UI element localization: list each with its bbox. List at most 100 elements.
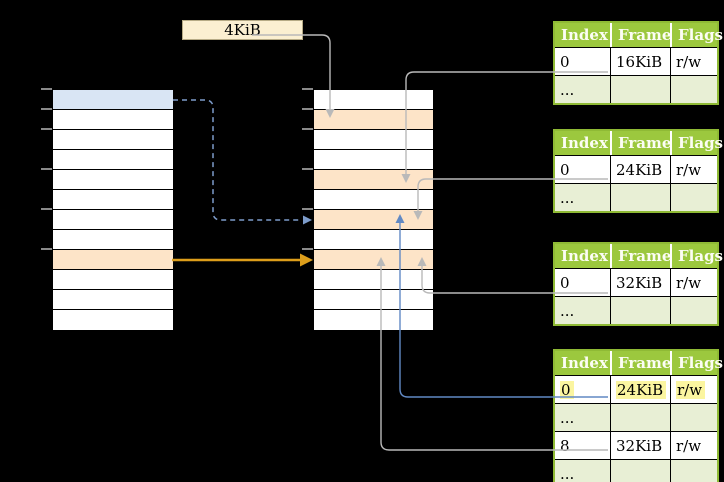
tick-mark — [302, 88, 313, 90]
cell-index: ... — [560, 188, 575, 207]
cell-frame — [610, 404, 670, 431]
cell-frame — [610, 184, 670, 211]
table-row: 0 16KiB r/w — [555, 47, 717, 75]
highlight: r/w — [676, 380, 706, 399]
page-table-2: Index Frame Flags 0 24KiB r/w ... — [553, 129, 723, 213]
memory-row — [314, 290, 433, 310]
cell-flags — [670, 460, 717, 482]
page-table-4: Index Frame Flags 0 24KiB r/w ... 8 32Ki… — [553, 349, 723, 482]
arrow-right-icon — [300, 253, 313, 267]
table-row: 8 32KiB r/w — [555, 431, 717, 459]
cell-index: 0 — [560, 160, 570, 179]
header-index: Index — [561, 134, 608, 152]
tick-mark — [41, 88, 52, 90]
memory-row — [53, 230, 173, 250]
tick-mark — [302, 108, 313, 110]
header-index: Index — [561, 26, 608, 44]
tick-mark — [41, 128, 52, 130]
page-table-1: Index Frame Flags 0 16KiB r/w ... — [553, 21, 723, 105]
memory-row — [314, 150, 433, 170]
memory-row — [53, 150, 173, 170]
memory-row — [53, 310, 173, 330]
connector-virtual-page — [173, 99, 302, 221]
cell-index: ... — [560, 80, 575, 99]
cell-flags — [670, 297, 717, 324]
memory-row — [314, 90, 433, 110]
tick-mark — [41, 168, 52, 170]
cell-flags — [670, 404, 717, 431]
cell-frame: 32KiB — [610, 432, 670, 459]
table-row-ellipsis: ... — [555, 183, 717, 211]
left-memory-column — [52, 89, 174, 331]
cell-flags — [670, 76, 717, 103]
cell-flags: r/w — [670, 376, 717, 403]
table-row-ellipsis: ... — [555, 459, 717, 482]
table-header-row: Index Frame Flags — [555, 244, 723, 268]
middle-memory-column — [313, 89, 434, 331]
tick-mark — [41, 248, 52, 250]
cell-index: ... — [560, 408, 575, 427]
header-flags: Flags — [670, 131, 723, 155]
header-frame: Frame — [610, 131, 671, 155]
header-index: Index — [561, 354, 608, 372]
memory-row — [53, 250, 173, 270]
memory-row — [53, 210, 173, 230]
cell-index: 0 — [560, 273, 570, 292]
memory-row — [314, 250, 433, 270]
cell-frame — [610, 297, 670, 324]
header-frame: Frame — [610, 351, 671, 375]
memory-row — [53, 170, 173, 190]
tick-mark — [302, 168, 313, 170]
memory-row — [314, 270, 433, 290]
header-frame: Frame — [610, 244, 671, 268]
cell-index: 0 — [560, 52, 570, 71]
memory-row — [53, 90, 173, 110]
tick-mark — [41, 208, 52, 210]
cell-flags: r/w — [670, 48, 717, 75]
cell-flags: r/w — [670, 432, 717, 459]
page-table-3: Index Frame Flags 0 32KiB r/w ... — [553, 242, 723, 326]
cell-frame: 24KiB — [610, 156, 670, 183]
memory-row — [314, 210, 433, 230]
cell-frame — [610, 460, 670, 482]
table-row-highlighted: 0 24KiB r/w — [555, 375, 717, 403]
memory-row — [53, 110, 173, 130]
memory-row — [53, 190, 173, 210]
highlight: 24KiB — [616, 380, 667, 399]
memory-row — [314, 230, 433, 250]
memory-row — [314, 130, 433, 150]
cell-index: ... — [560, 464, 575, 482]
header-flags: Flags — [670, 244, 723, 268]
cell-index: 0 — [555, 376, 610, 403]
memory-row — [53, 130, 173, 150]
table-header-row: Index Frame Flags — [555, 351, 723, 375]
page-size-label: 4KiB — [182, 20, 303, 40]
arrow-right-icon — [303, 215, 312, 225]
cell-flags: r/w — [670, 156, 717, 183]
tick-mark — [302, 208, 313, 210]
cell-index: ... — [560, 301, 575, 320]
table-header-row: Index Frame Flags — [555, 23, 723, 47]
header-flags: Flags — [670, 23, 723, 47]
memory-row — [53, 270, 173, 290]
memory-row — [314, 190, 433, 210]
cell-frame: 16KiB — [610, 48, 670, 75]
tick-mark — [302, 128, 313, 130]
table-row-ellipsis: ... — [555, 296, 717, 324]
table-row-ellipsis: ... — [555, 75, 717, 103]
memory-row — [314, 310, 433, 330]
header-index: Index — [561, 247, 608, 265]
memory-row — [314, 110, 433, 130]
memory-row — [53, 290, 173, 310]
highlight: 0 — [560, 380, 574, 399]
table-row-ellipsis: ... — [555, 403, 717, 431]
cell-index: 8 — [560, 436, 570, 455]
cell-flags: r/w — [670, 269, 717, 296]
tick-mark — [41, 108, 52, 110]
cell-frame: 32KiB — [610, 269, 670, 296]
memory-row — [314, 170, 433, 190]
header-flags: Flags — [670, 351, 723, 375]
table-row: 0 32KiB r/w — [555, 268, 717, 296]
cell-frame: 24KiB — [610, 376, 670, 403]
